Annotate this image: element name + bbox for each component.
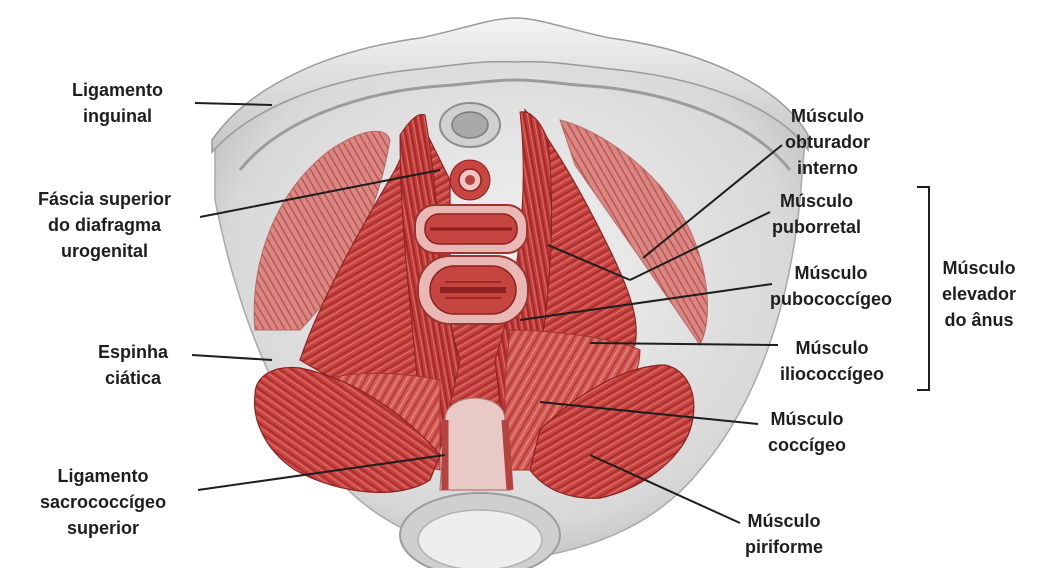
vagina	[415, 205, 527, 253]
rectum	[418, 256, 528, 324]
levator-bracket	[917, 187, 929, 390]
sacrococcygeal-column	[440, 398, 510, 490]
leader-espinha-ciatica	[192, 355, 272, 360]
urethra	[450, 160, 490, 200]
